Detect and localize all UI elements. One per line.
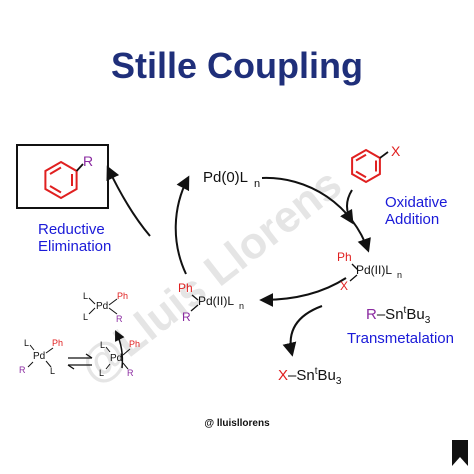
tm-sub: n <box>239 301 244 311</box>
reagent-sup: t <box>404 305 407 316</box>
cis-pd-isomer: L Pd L Ph R <box>83 291 128 324</box>
cis-l-bottom: L <box>83 312 88 322</box>
product-r-label: R <box>83 153 93 169</box>
reductive-step-label-1: Reductive <box>38 221 105 238</box>
cis-ph: Ph <box>117 291 128 301</box>
page-title: Stille Coupling <box>111 45 363 86</box>
pd0-label: Pd(0)L <box>203 169 248 186</box>
trans-r: R <box>19 365 26 375</box>
cis-r: R <box>116 314 123 324</box>
mid-l-top: L <box>100 340 105 350</box>
reagent-r: R <box>366 306 377 323</box>
tm-r: R <box>182 310 191 324</box>
substrate-aryl-halide <box>351 148 389 184</box>
mid-pd: Pd <box>110 353 122 364</box>
oa-pd: Pd(II)L <box>356 263 392 277</box>
trans-l-top: L <box>24 338 29 348</box>
isomer-arrow-up <box>115 330 125 369</box>
arrow-from-substrate <box>340 189 354 225</box>
byproduct-x: X <box>278 367 288 384</box>
mid-r: R <box>127 368 134 378</box>
oa-sub: n <box>397 270 402 280</box>
cycle-arc-oxidative <box>261 176 371 253</box>
transmetalation-step-label: Transmetalation <box>347 330 454 347</box>
reagent-bu: Bu <box>406 306 424 323</box>
byproduct-sub: 3 <box>336 376 342 387</box>
reductive-step-label-2: Elimination <box>38 238 111 255</box>
trans-ph: Ph <box>52 338 63 348</box>
cycle-arc-transmetalation <box>259 277 347 307</box>
byproduct-sup: t <box>315 366 318 377</box>
oxidative-step-label-2: Addition <box>385 211 439 228</box>
cis-pd: Pd <box>96 301 108 312</box>
substrate-x-label: X <box>391 143 401 159</box>
arrow-transmetalation <box>282 305 323 357</box>
svg-text:X–SntBu3: X–SntBu3 <box>278 366 342 387</box>
oa-ph: Ph <box>337 250 352 264</box>
tin-halide-byproduct: X–SntBu3 <box>278 366 342 387</box>
reagent-sn: –Sn <box>377 306 404 323</box>
trans-pd: Pd <box>33 351 45 362</box>
benzene-ring-icon <box>44 160 84 200</box>
organostannane-reagent: R–SntBu3 <box>366 305 431 326</box>
tm-pd: Pd(II)L <box>198 294 234 308</box>
reagent-sub: 3 <box>425 315 431 326</box>
byproduct-bu: Bu <box>318 367 336 384</box>
intermediate-pd-isomer: L Pd Ph L R <box>99 339 140 378</box>
product-box <box>16 144 109 209</box>
oxidative-step-label-1: Oxidative <box>385 194 448 211</box>
bookmark-icon <box>452 440 468 466</box>
author-credit: @ lluisllorens <box>204 418 270 429</box>
trans-pd-isomer: L Pd Ph R L <box>19 338 63 376</box>
equilibrium-arrows <box>67 353 93 370</box>
oxidative-addition-complex: Ph Pd(II)L n X <box>337 250 402 293</box>
mid-ph: Ph <box>129 339 140 349</box>
oa-x: X <box>340 279 348 293</box>
byproduct-sn: –Sn <box>288 367 315 384</box>
trans-l-bottom: L <box>50 366 55 376</box>
arrow-to-product <box>106 165 151 237</box>
svg-text:R–SntBu3: R–SntBu3 <box>366 305 431 326</box>
tm-ph: Ph <box>178 281 193 295</box>
pd0-subscript: n <box>254 178 260 190</box>
mid-l-bottom: L <box>99 368 104 378</box>
cis-l-top: L <box>83 291 88 301</box>
cycle-arc-reductive <box>174 175 190 275</box>
pd0-catalyst: Pd(0)L n <box>203 169 260 190</box>
transmetalation-complex: Ph Pd(II)L n R <box>178 281 244 324</box>
